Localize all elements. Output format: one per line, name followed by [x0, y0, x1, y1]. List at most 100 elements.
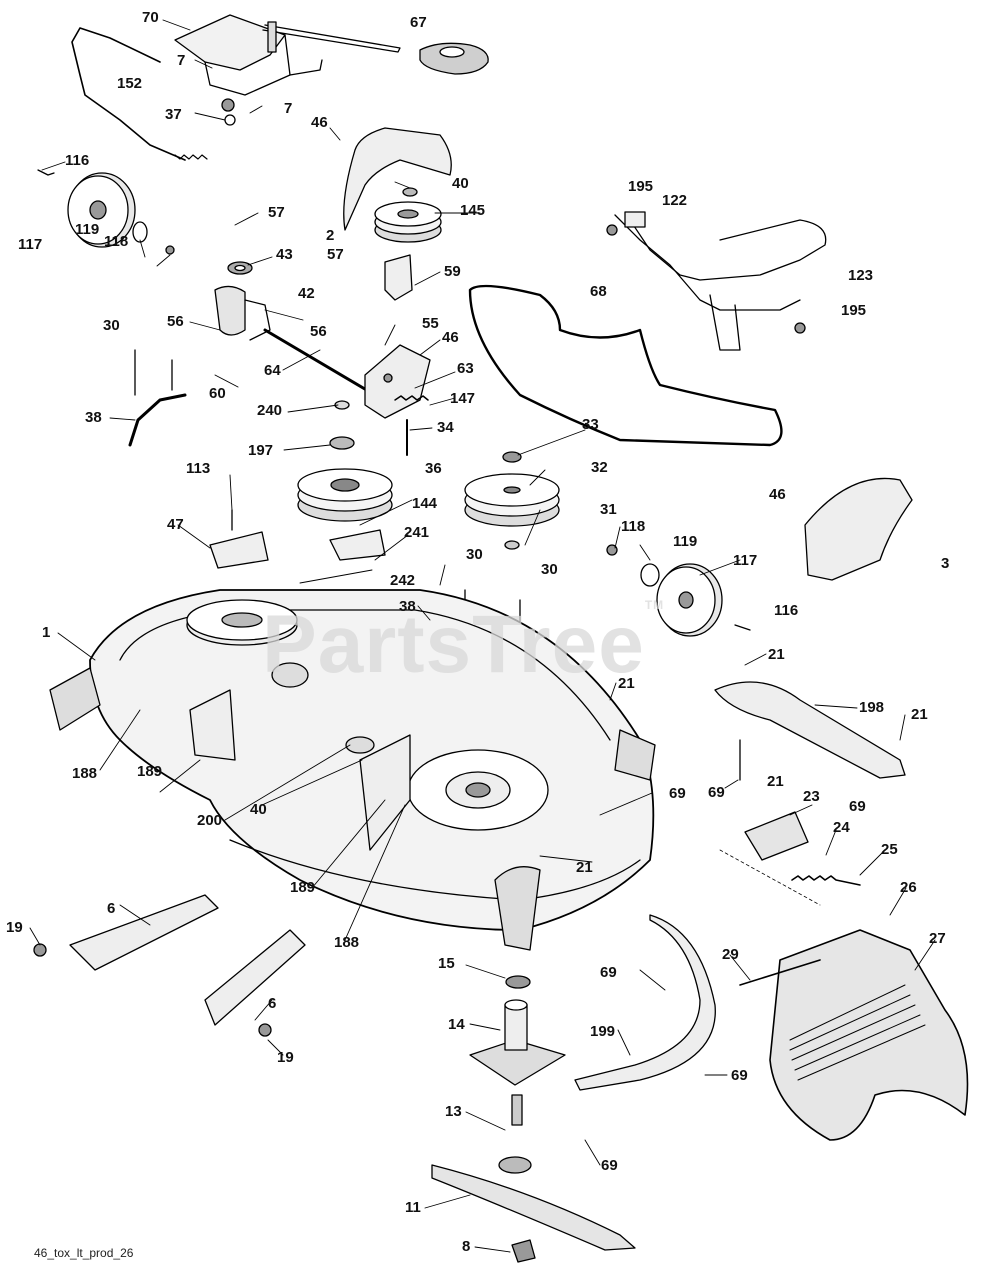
part-label-36[interactable]: 36 — [425, 460, 442, 477]
part-label-188b[interactable]: 188 — [334, 934, 360, 951]
bracket-6-upper — [69, 894, 219, 971]
bracket-59 — [384, 254, 413, 301]
part-label-200[interactable]: 200 — [197, 812, 223, 829]
part-label-69d[interactable]: 69 — [600, 964, 617, 981]
part-label-7b[interactable]: 7 — [284, 100, 293, 117]
part-label-21a[interactable]: 21 — [768, 646, 785, 663]
part-label-30a[interactable]: 30 — [103, 317, 120, 334]
part-label-21e[interactable]: 21 — [576, 859, 593, 876]
part-label-14[interactable]: 14 — [448, 1016, 465, 1033]
pulley-36 — [297, 468, 393, 522]
part-label-30c[interactable]: 30 — [541, 561, 558, 578]
part-label-145[interactable]: 145 — [460, 202, 486, 219]
part-label-195b[interactable]: 195 — [841, 302, 867, 319]
part-label-69b[interactable]: 69 — [708, 784, 725, 801]
part-label-63[interactable]: 63 — [457, 360, 474, 377]
part-label-60[interactable]: 60 — [209, 385, 226, 402]
part-label-123[interactable]: 123 — [848, 267, 874, 284]
part-label-21c[interactable]: 21 — [911, 706, 928, 723]
part-label-70[interactable]: 70 — [142, 9, 159, 26]
part-label-15[interactable]: 15 — [438, 955, 455, 972]
part-label-46b[interactable]: 46 — [442, 329, 459, 346]
part-label-40a[interactable]: 40 — [452, 175, 469, 192]
part-label-188a[interactable]: 188 — [72, 765, 98, 782]
part-label-69f[interactable]: 69 — [601, 1157, 618, 1174]
part-label-40b[interactable]: 40 — [250, 801, 267, 818]
part-label-3[interactable]: 3 — [941, 555, 950, 572]
part-label-122[interactable]: 122 — [662, 192, 688, 209]
knob-67 — [419, 42, 489, 75]
part-label-116a[interactable]: 116 — [65, 152, 90, 169]
part-label-27[interactable]: 27 — [929, 930, 946, 947]
blade-11 — [431, 1164, 636, 1251]
part-label-55[interactable]: 55 — [422, 315, 439, 332]
part-label-189b[interactable]: 189 — [290, 879, 316, 896]
part-label-21d[interactable]: 21 — [767, 773, 784, 790]
part-label-241[interactable]: 241 — [404, 524, 430, 541]
part-label-57b[interactable]: 57 — [327, 246, 344, 263]
part-label-113[interactable]: 113 — [186, 460, 211, 477]
part-label-38a[interactable]: 38 — [85, 409, 102, 426]
part-label-37[interactable]: 37 — [165, 106, 182, 123]
part-label-118b[interactable]: 118 — [621, 518, 646, 535]
part-label-13[interactable]: 13 — [445, 1103, 462, 1120]
part-label-23[interactable]: 23 — [803, 788, 820, 805]
bearing-15 — [505, 975, 531, 989]
part-label-69c[interactable]: 69 — [849, 798, 866, 815]
part-label-26[interactable]: 26 — [900, 879, 917, 896]
part-label-242[interactable]: 242 — [390, 572, 416, 589]
part-label-117b[interactable]: 117 — [733, 552, 758, 569]
part-label-198[interactable]: 198 — [859, 699, 885, 716]
part-label-7a[interactable]: 7 — [177, 52, 186, 69]
part-label-6b[interactable]: 6 — [268, 995, 277, 1012]
part-label-56a[interactable]: 56 — [167, 313, 184, 330]
bracket-6-lower — [204, 929, 306, 1026]
part-label-189a[interactable]: 189 — [137, 763, 163, 780]
part-label-119b[interactable]: 119 — [673, 533, 698, 550]
part-label-47[interactable]: 47 — [167, 516, 184, 533]
part-label-68[interactable]: 68 — [590, 283, 607, 300]
part-label-67[interactable]: 67 — [410, 14, 427, 31]
part-label-116b[interactable]: 116 — [774, 602, 799, 619]
part-label-21b[interactable]: 21 — [618, 675, 635, 692]
part-label-69e[interactable]: 69 — [731, 1067, 748, 1084]
part-label-59[interactable]: 59 — [444, 263, 461, 280]
part-label-38b[interactable]: 38 — [399, 598, 416, 615]
footer-code: 46_tox_lt_prod_26 — [34, 1246, 134, 1260]
part-label-2[interactable]: 2 — [326, 227, 335, 244]
part-label-31[interactable]: 31 — [600, 501, 617, 518]
part-label-57a[interactable]: 57 — [268, 204, 285, 221]
part-label-117a[interactable]: 117 — [18, 236, 43, 253]
part-label-197[interactable]: 197 — [248, 442, 274, 459]
part-label-19a[interactable]: 19 — [6, 919, 23, 936]
gauge-wheel-117-right — [606, 544, 751, 637]
part-label-34[interactable]: 34 — [437, 419, 454, 436]
part-label-43[interactable]: 43 — [276, 246, 293, 263]
part-label-69a[interactable]: 69 — [669, 785, 686, 802]
part-label-33[interactable]: 33 — [582, 416, 599, 433]
part-label-11[interactable]: 11 — [405, 1199, 421, 1216]
part-label-199[interactable]: 199 — [590, 1023, 616, 1040]
part-label-6a[interactable]: 6 — [107, 900, 116, 917]
part-label-1[interactable]: 1 — [42, 624, 51, 641]
part-label-152[interactable]: 152 — [117, 75, 143, 92]
part-label-32[interactable]: 32 — [591, 459, 608, 476]
part-label-8[interactable]: 8 — [462, 1238, 471, 1255]
part-label-24[interactable]: 24 — [833, 819, 850, 836]
part-label-19b[interactable]: 19 — [277, 1049, 294, 1066]
part-label-46a[interactable]: 46 — [311, 114, 328, 131]
part-label-56b[interactable]: 56 — [310, 323, 327, 340]
part-label-195a[interactable]: 195 — [628, 178, 654, 195]
part-label-147[interactable]: 147 — [450, 390, 476, 407]
shaft-13 — [511, 1094, 523, 1126]
part-label-46c[interactable]: 46 — [769, 486, 786, 503]
part-label-119a[interactable]: 119 — [75, 221, 100, 238]
part-label-25[interactable]: 25 — [881, 841, 898, 858]
part-label-144[interactable]: 144 — [412, 495, 438, 512]
part-label-118a[interactable]: 118 — [104, 233, 129, 250]
part-label-29[interactable]: 29 — [722, 946, 739, 963]
part-label-64[interactable]: 64 — [264, 362, 281, 379]
part-label-240[interactable]: 240 — [257, 402, 283, 419]
part-label-42[interactable]: 42 — [298, 285, 315, 302]
part-label-30b[interactable]: 30 — [466, 546, 483, 563]
